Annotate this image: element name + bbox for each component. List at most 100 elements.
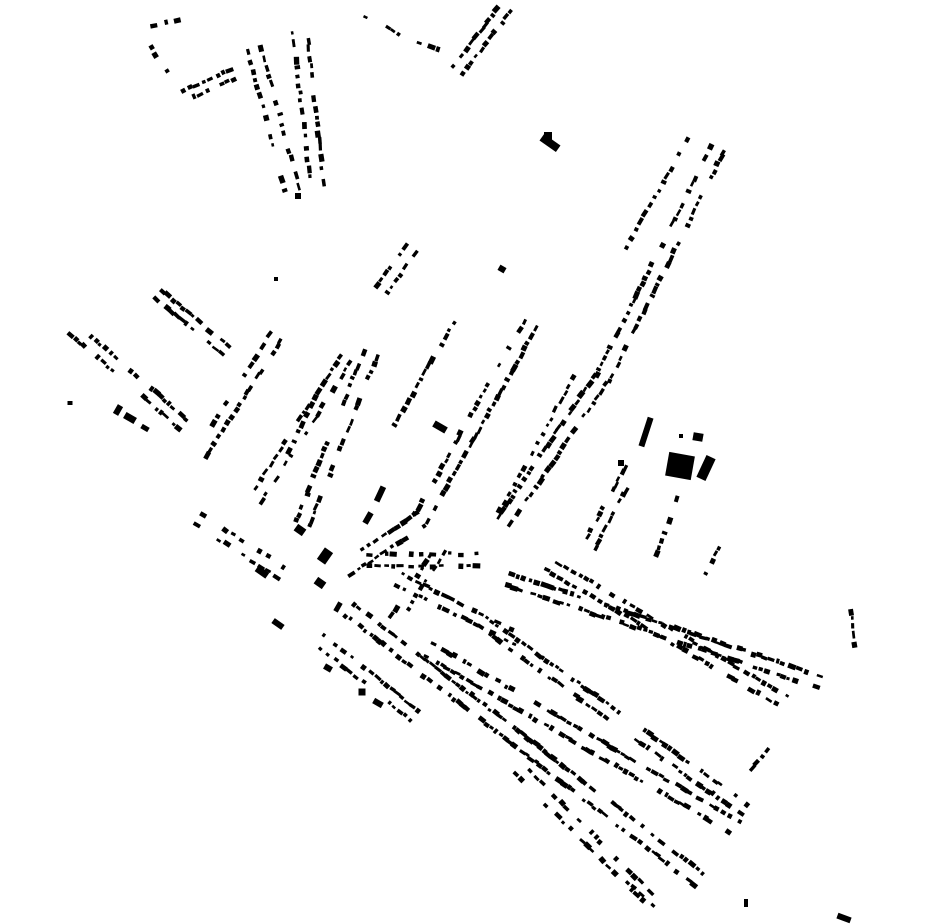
building [468,441,474,449]
building [140,393,149,402]
building [372,537,379,544]
building [306,165,312,174]
building [669,641,676,648]
building [241,372,248,378]
building [401,242,410,251]
building [565,383,571,390]
building [471,31,480,41]
building [836,912,852,924]
building [648,629,654,635]
building [603,757,611,765]
building [632,890,641,899]
building [548,570,557,579]
building [553,454,561,462]
building [710,651,716,656]
building [569,786,576,793]
building [446,452,452,459]
building [712,550,719,557]
building [476,698,481,704]
building [265,73,272,80]
building [165,400,172,407]
building [551,586,557,591]
building [483,721,491,729]
building [257,476,265,483]
building [274,342,282,350]
building [268,133,273,140]
building [190,313,195,318]
building [689,180,695,187]
building [451,470,457,477]
building [224,341,232,349]
building [600,613,606,620]
building [303,430,309,436]
building [669,247,677,255]
building [557,731,567,739]
building [384,289,391,296]
building [535,761,544,770]
building [682,856,690,864]
building [418,564,425,568]
building [511,642,517,647]
building [687,859,697,869]
building [340,399,347,407]
building [559,715,567,723]
building [816,673,824,679]
building [321,632,327,638]
building [346,359,353,367]
building [587,732,596,740]
building [380,532,388,538]
building [310,473,317,479]
building [424,361,432,370]
building [240,552,246,557]
building [426,676,434,684]
building [536,667,543,674]
building [851,641,858,649]
building [615,476,621,483]
building [713,805,720,812]
building [503,501,510,509]
building [391,422,398,428]
building [736,658,744,665]
building [396,564,404,568]
building [315,410,322,418]
building [528,465,535,472]
building [538,779,546,787]
building [490,28,498,36]
building [672,624,682,633]
building [637,877,645,885]
building [430,641,437,647]
building [222,399,230,407]
building [628,756,637,764]
building [653,549,661,558]
building [329,384,338,394]
building [507,703,514,709]
building [397,272,404,279]
building [622,768,629,776]
building [527,332,535,341]
building [494,623,500,628]
building [369,632,374,638]
building [679,434,683,438]
building [660,179,667,185]
building [204,327,215,336]
building [294,65,301,70]
building [605,614,612,621]
building [319,452,325,459]
building [278,446,284,453]
building [581,798,586,803]
building [290,31,294,35]
building [654,632,663,639]
building [650,769,659,777]
building [415,651,422,658]
building [434,665,443,673]
building [733,792,739,798]
building [507,684,516,693]
building [786,676,790,681]
building [612,855,620,862]
building [403,699,412,707]
building [750,651,757,659]
building [599,361,604,367]
building [230,531,237,537]
building [456,429,464,437]
building [627,235,635,243]
